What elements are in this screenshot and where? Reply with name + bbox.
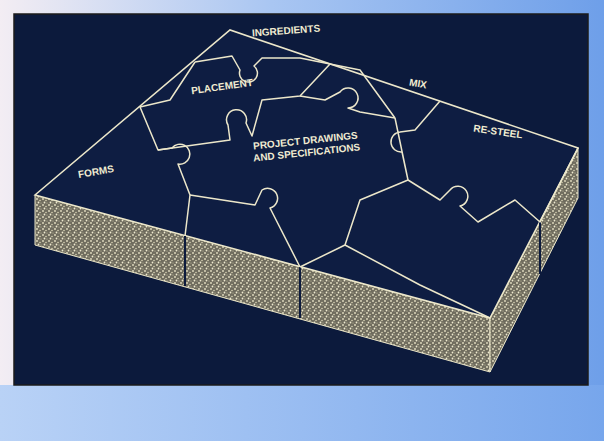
top-face — [35, 30, 578, 318]
dark-panel — [14, 14, 588, 385]
piece-boundaries — [140, 56, 578, 318]
side-joints — [185, 222, 540, 318]
bottom-band — [0, 385, 604, 441]
